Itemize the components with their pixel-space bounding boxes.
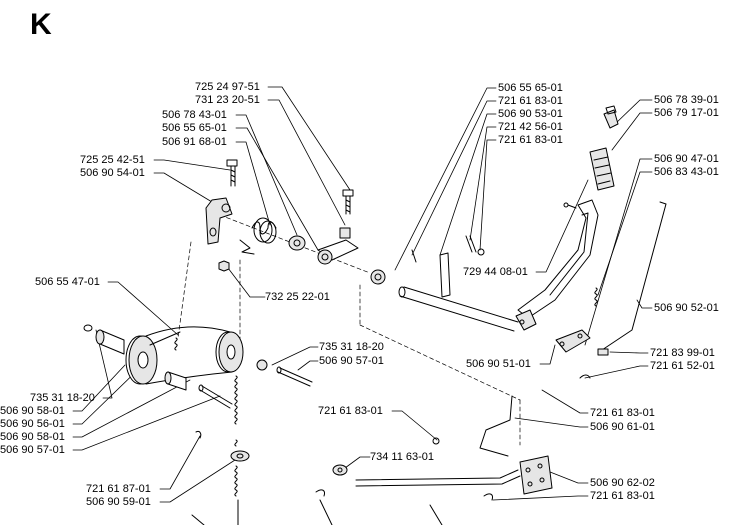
part-label: 506 90 57-01 — [0, 444, 65, 456]
spacer-506-90-58-01 — [83, 324, 125, 355]
pin-721-83-99-01 — [579, 348, 609, 379]
part-label: 506 90 54-01 — [80, 167, 145, 179]
section-letter: K — [30, 8, 52, 41]
part-label: 721 61 87-01 — [86, 483, 151, 495]
part-label: 721 61 83-01 — [318, 405, 383, 417]
part-label: 506 55 65-01 — [162, 122, 227, 134]
bolt-725-25-42-51 — [226, 159, 238, 187]
clip-721-61-87-01 — [195, 431, 202, 439]
part-label: 506 90 61-01 — [590, 421, 655, 433]
pulley-right — [215, 331, 244, 373]
part-label: 721 83 99-01 — [650, 347, 715, 359]
spacer-506-90-56-01 — [164, 371, 187, 391]
part-label: 732 25 22-01 — [265, 291, 330, 303]
part-label: 506 78 43-01 — [162, 109, 227, 121]
bracket-506-90-53-01 — [411, 235, 485, 298]
clamp-506-78-43-01 — [317, 227, 359, 265]
belt — [145, 326, 233, 385]
part-label: 725 25 42-51 — [80, 154, 145, 166]
spring-735-31-18-20 — [174, 337, 178, 351]
shaft-506-90-57-01-right — [256, 359, 313, 387]
part-label: 506 55 47-01 — [35, 276, 100, 288]
shaft-tube — [370, 269, 519, 332]
washer-734-11-63-01 — [332, 464, 348, 476]
pulley-left — [125, 331, 181, 385]
part-label: 735 31 18-20 — [319, 341, 384, 353]
knob-506-78-39-01 — [603, 105, 619, 129]
shaft-506-90-57-01-left — [198, 384, 233, 409]
part-label: 506 90 59-01 — [86, 496, 151, 508]
part-label: 506 90 52-01 — [654, 302, 719, 314]
part-label: 506 83 43-01 — [654, 166, 719, 178]
plate-506-90-62-02 — [519, 455, 553, 495]
part-label: 506 90 57-01 — [319, 355, 384, 367]
part-label: 506 90 62-02 — [590, 477, 655, 489]
part-label: 506 90 58-01 — [0, 431, 65, 443]
bolt-725-24-97-51 — [342, 189, 354, 215]
part-label: 735 31 18-20 — [30, 392, 95, 404]
link-plate-506-90-51-01 — [555, 329, 591, 353]
spring-506-91-68-01 — [239, 217, 277, 255]
leader-lines — [72, 86, 653, 503]
part-label: 506 79 17-01 — [654, 107, 719, 119]
part-label: 725 24 97-51 — [195, 81, 260, 93]
handle-grip-506-79-17-01 — [589, 147, 615, 191]
shift-lever-506-90-47-01 — [515, 199, 599, 331]
part-label: 506 90 47-01 — [654, 153, 719, 165]
part-label: 721 42 56-01 — [498, 121, 563, 133]
part-label: 721 61 83-01 — [590, 490, 655, 502]
part-label: 731 23 20-51 — [195, 94, 260, 106]
part-label: 721 61 83-01 — [498, 95, 563, 107]
part-label: 729 44 08-01 — [463, 266, 528, 278]
part-label: 506 91 68-01 — [162, 136, 227, 148]
part-label: 506 90 53-01 — [498, 108, 563, 120]
spring-729-44-08-01 — [594, 287, 598, 307]
pivot-bracket-506-90-54-01 — [205, 197, 233, 245]
nut-732-25-22-01 — [218, 260, 230, 272]
part-label: 721 61 83-01 — [498, 134, 563, 146]
pulley-lower-506-90-59-01 — [230, 375, 250, 525]
part-label: 506 90 58-01 — [0, 405, 65, 417]
part-label: 721 61 83-01 — [590, 407, 655, 419]
part-label: 721 61 52-01 — [650, 360, 715, 372]
part-label: 734 11 63-01 — [370, 451, 435, 463]
part-label: 506 90 56-01 — [0, 418, 65, 430]
linkage-rod-lower — [191, 469, 521, 525]
part-label: 506 55 65-01 — [498, 82, 563, 94]
rod-506-90-52-01 — [601, 201, 667, 351]
part-label: 506 78 39-01 — [654, 94, 719, 106]
rod-506-90-61-01 — [432, 395, 513, 457]
bushing-506-55-65-01 — [288, 235, 306, 251]
part-label: 506 90 51-01 — [466, 358, 531, 370]
